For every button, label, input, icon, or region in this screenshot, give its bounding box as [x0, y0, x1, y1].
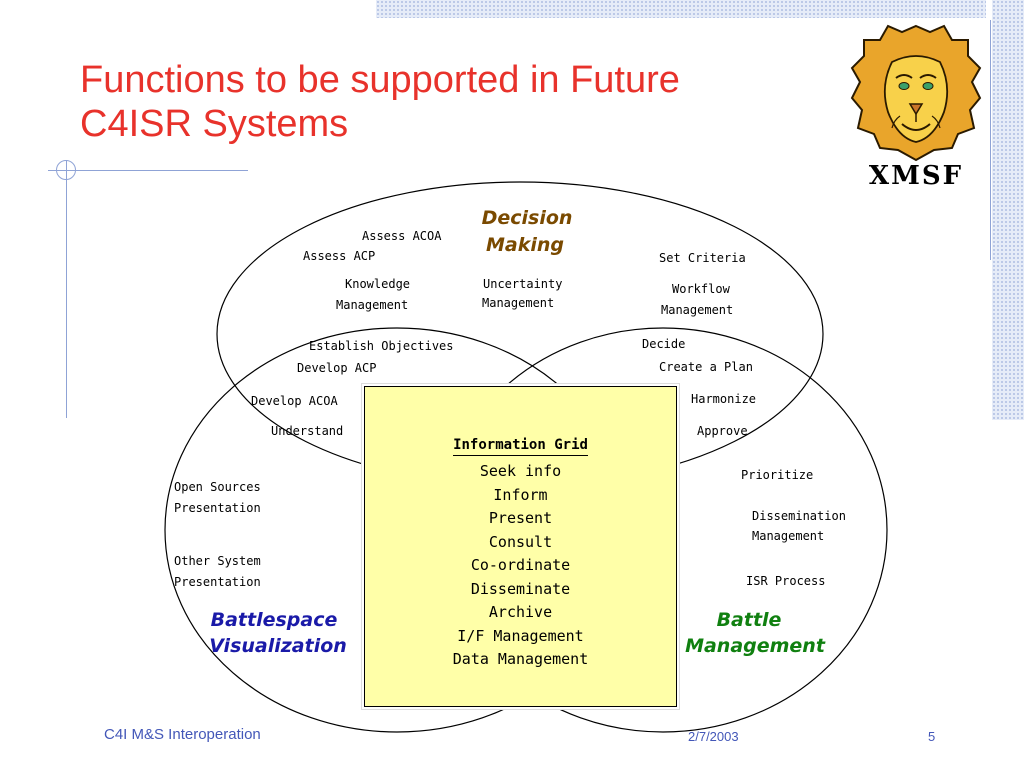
region-title-battle-2: Management: [685, 635, 826, 657]
label-assess-acp: Assess ACP: [303, 249, 375, 263]
information-grid-item: Data Management: [452, 650, 589, 668]
svg-text:XMSF: XMSF: [869, 161, 963, 188]
label-prioritize: Prioritize: [741, 468, 813, 482]
label-establish-objectives: Establish Objectives: [309, 339, 454, 353]
information-grid-item: Co-ordinate: [470, 556, 571, 574]
label-dissemination-2: Management: [752, 529, 824, 543]
side-decorative-band: [992, 0, 1024, 420]
region-title-decision-1: Decision: [482, 207, 573, 229]
title-bullet-circle: [56, 160, 76, 180]
information-grid-item: Inform: [493, 485, 548, 504]
information-grid-item: Consult: [488, 532, 553, 551]
label-isr-process: ISR Process: [746, 574, 825, 588]
label-uncertainty-1: Uncertainty: [483, 277, 562, 291]
label-approve: Approve: [697, 424, 748, 438]
label-workflow-2: Management: [661, 303, 733, 317]
information-grid-item: Disseminate: [470, 579, 571, 598]
information-grid-heading-text: Information Grid: [453, 437, 588, 456]
information-grid-item: Present: [488, 509, 553, 527]
header-decorative-band: [376, 0, 986, 18]
region-title-battlespace-2: Visualization: [209, 635, 347, 657]
label-other-system-2: Presentation: [174, 575, 261, 589]
label-workflow-1: Workflow: [672, 282, 731, 296]
title-line-1: Functions to be supported in Future: [80, 59, 680, 101]
left-rule: [66, 160, 67, 418]
label-other-system-1: Other System: [174, 554, 261, 568]
information-grid-heading: Information Grid: [365, 437, 676, 456]
region-title-battle-1: Battle: [717, 609, 782, 631]
label-understand: Understand: [271, 424, 343, 438]
label-set-criteria: Set Criteria: [659, 251, 746, 265]
right-rule: [990, 20, 991, 260]
region-title-battlespace-1: Battlespace: [211, 609, 338, 631]
label-develop-acoa: Develop ACOA: [251, 394, 338, 408]
region-title-decision-2: Making: [486, 234, 564, 256]
label-knowledge-2: Management: [336, 298, 408, 312]
title-rule: [48, 170, 248, 171]
footer-title: C4I M&S Interoperation: [104, 726, 261, 743]
label-assess-acoa: Assess ACOA: [362, 229, 442, 243]
slide-title: Functions to be supported in Future C4IS…: [80, 58, 840, 146]
label-create-plan: Create a Plan: [659, 360, 753, 374]
information-grid-item: I/F Management: [457, 626, 584, 645]
footer-date: 2/7/2003: [688, 729, 739, 744]
label-knowledge-1: Knowledge: [345, 277, 410, 291]
label-harmonize: Harmonize: [691, 392, 756, 406]
footer-topic: M&S Interoperation: [127, 726, 261, 743]
label-open-sources-1: Open Sources: [174, 480, 261, 494]
information-grid-item: Seek info: [479, 462, 562, 480]
information-grid-item: Archive: [488, 603, 553, 621]
xmsf-lion-logo: XMSF: [850, 24, 982, 188]
footer-org: C4I: [104, 726, 128, 743]
title-line-2: C4ISR Systems: [80, 103, 349, 145]
label-uncertainty-2: Management: [482, 296, 554, 310]
label-develop-acp: Develop ACP: [297, 361, 376, 375]
footer-page-number: 5: [928, 729, 936, 744]
label-decide: Decide: [642, 337, 685, 351]
label-dissemination-1: Dissemination: [752, 509, 846, 523]
label-open-sources-2: Presentation: [174, 501, 261, 515]
